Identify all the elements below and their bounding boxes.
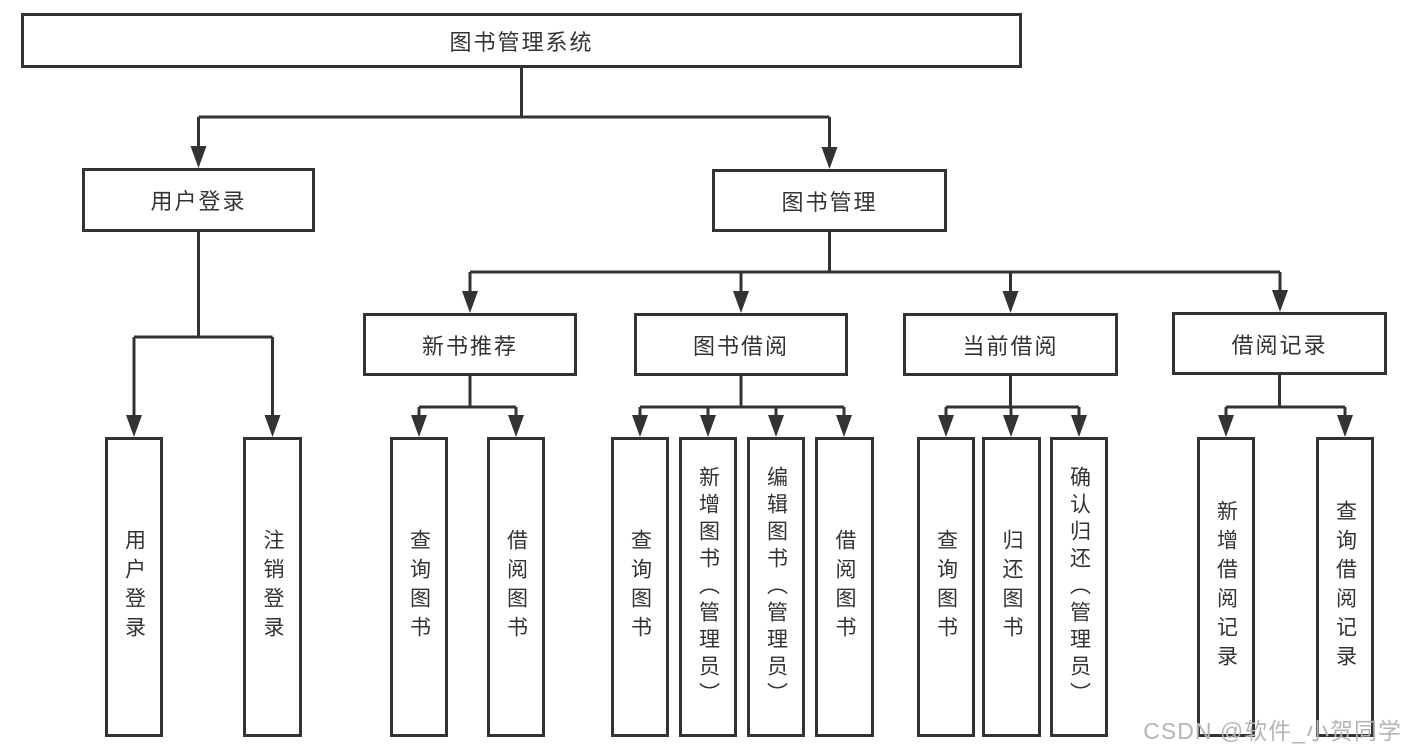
node-root: 图书管理系统 (21, 13, 1022, 68)
leaf-return-books-label: 归还图书 (1000, 529, 1023, 645)
leaf-return-books: 归还图书 (982, 437, 1041, 737)
leaf-edit-books-admin: 编辑图书（管理员） (747, 437, 805, 737)
leaf-query-books-recommend-label: 查询图书 (407, 529, 431, 645)
leaf-confirm-return-admin: 确认归还（管理员） (1050, 437, 1108, 737)
node-new-book-recommend: 新书推荐 (363, 313, 577, 376)
leaf-add-books-admin: 新增图书（管理员） (679, 437, 737, 737)
node-root-label: 图书管理系统 (449, 29, 594, 55)
leaf-logout-label: 注销登录 (261, 529, 284, 645)
leaf-add-books-admin-label: 新增图书（管理员） (696, 465, 720, 709)
leaf-add-borrow-record: 新增借阅记录 (1197, 437, 1255, 737)
leaf-borrow-books: 借阅图书 (815, 437, 874, 737)
leaf-query-books-recommend: 查询图书 (390, 437, 448, 737)
leaf-user-login-label: 用户登录 (122, 529, 146, 645)
leaf-user-login: 用户登录 (105, 437, 163, 737)
leaf-query-books-borrow: 查询图书 (611, 437, 669, 737)
node-user-login: 用户登录 (82, 168, 315, 232)
leaf-confirm-return-admin-label: 确认归还（管理员） (1067, 465, 1091, 709)
csdn-watermark: CSDN @软件_小贺同学 (1143, 718, 1402, 744)
node-book-borrowing-label: 图书借阅 (692, 333, 789, 359)
leaf-query-borrow-record-label: 查询借阅记录 (1333, 500, 1357, 674)
leaf-borrow-books-recommend-label: 借阅图书 (504, 529, 528, 645)
leaf-query-books-current: 查询图书 (917, 437, 975, 737)
leaf-borrow-books-label: 借阅图书 (833, 529, 856, 645)
leaf-edit-books-admin-label: 编辑图书（管理员） (764, 465, 788, 709)
leaf-logout: 注销登录 (243, 437, 302, 737)
leaf-borrow-books-recommend: 借阅图书 (487, 437, 545, 737)
leaf-query-books-current-label: 查询图书 (934, 529, 958, 645)
node-current-borrowing-label: 当前借阅 (962, 333, 1059, 359)
node-book-management-label: 图书管理 (781, 189, 878, 215)
node-borrowing-records: 借阅记录 (1172, 312, 1387, 375)
node-book-management: 图书管理 (712, 169, 947, 232)
node-current-borrowing: 当前借阅 (903, 313, 1118, 376)
node-book-borrowing: 图书借阅 (634, 313, 848, 376)
node-user-login-label: 用户登录 (150, 189, 247, 214)
leaf-query-books-borrow-label: 查询图书 (628, 529, 652, 645)
leaf-query-borrow-record: 查询借阅记录 (1316, 437, 1374, 737)
node-borrowing-records-label: 借阅记录 (1231, 332, 1328, 358)
node-new-book-recommend-label: 新书推荐 (421, 333, 518, 359)
leaf-add-borrow-record-label: 新增借阅记录 (1214, 500, 1238, 674)
